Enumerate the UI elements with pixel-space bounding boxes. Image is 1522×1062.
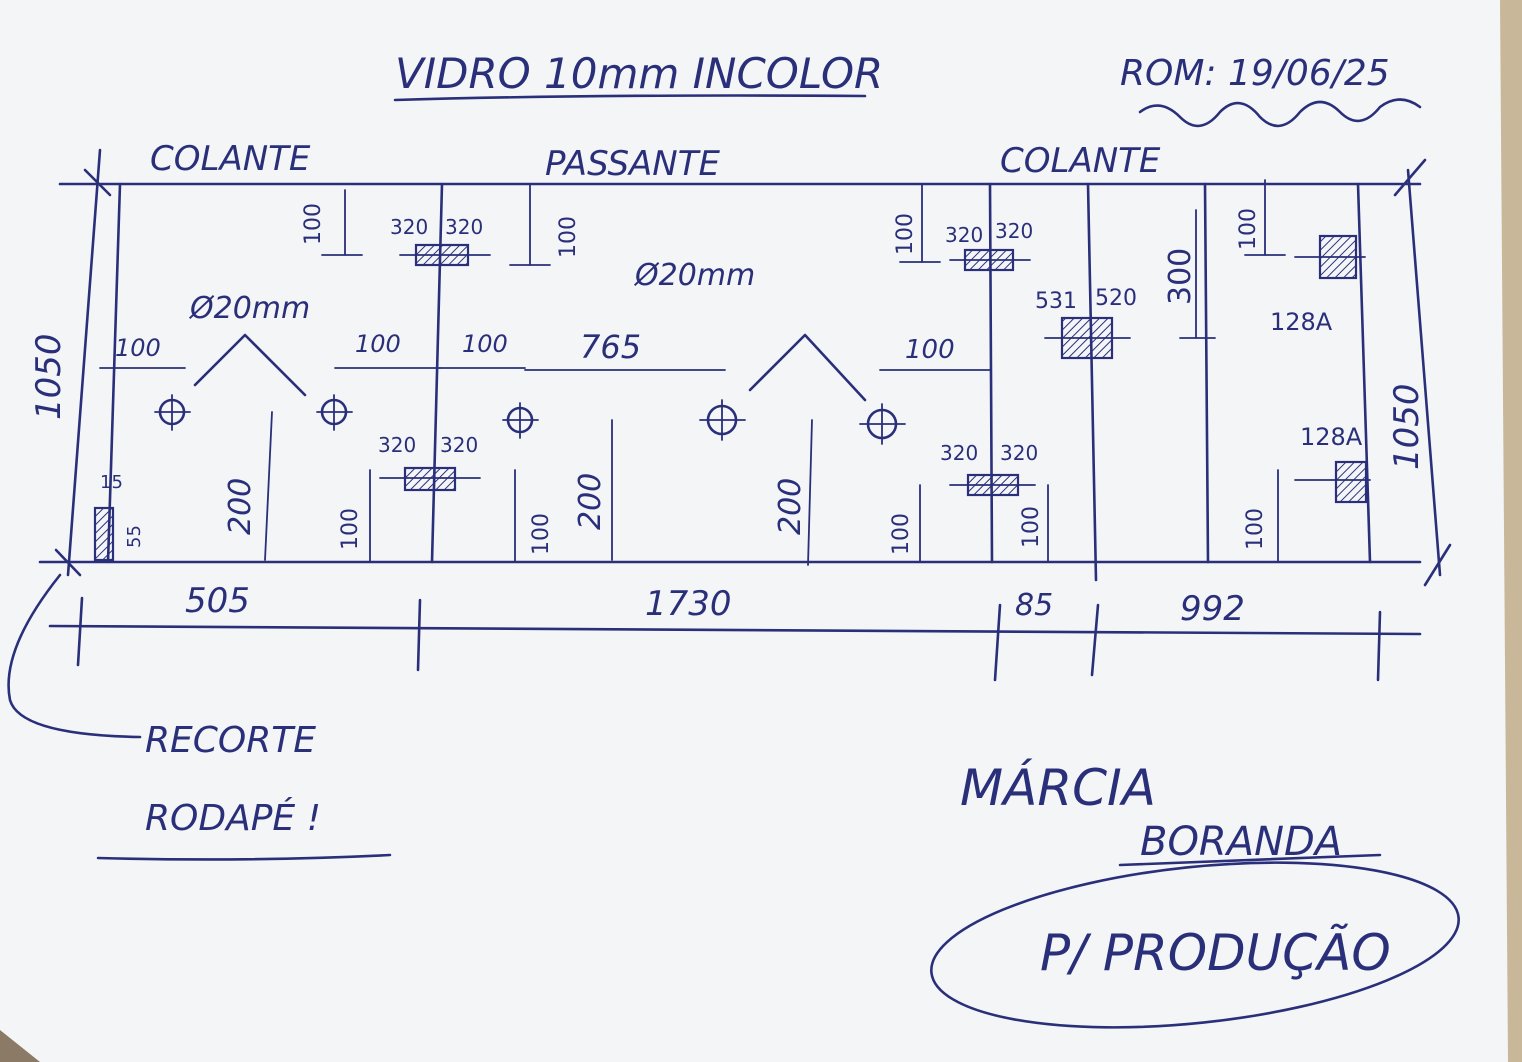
- bottom-dim-4: 992: [1180, 589, 1245, 629]
- cutout-width: 15: [100, 472, 123, 493]
- hole-spacing-1: 100: [115, 334, 161, 362]
- hole-spacing-2: 100: [355, 330, 401, 358]
- bottom-offset-4: 100: [1019, 506, 1044, 548]
- stamp-oval: [930, 861, 1460, 1029]
- hole-5: [859, 403, 906, 445]
- diameter-leaders: [193, 333, 867, 402]
- top-offset-3: 100: [893, 213, 918, 255]
- bottom-offset-dims: [369, 469, 1279, 563]
- title-text: VIDRO 10mm INCOLOR: [395, 49, 883, 98]
- hole-2: [316, 394, 353, 431]
- hole-spacing-3: 100: [462, 330, 508, 358]
- height-dim-left: 1050: [29, 148, 112, 577]
- date-squiggle: [1138, 98, 1422, 128]
- hole-spacing-dims: [99, 367, 991, 371]
- hinge-width-8: 320: [1000, 441, 1038, 465]
- hole-spacing-5: 100: [905, 335, 955, 365]
- top-offset-dims: [321, 179, 1286, 339]
- bottom-offset-5: 100: [1243, 508, 1268, 550]
- note-underline: [96, 853, 392, 861]
- hardware-code-2: 128A: [1300, 423, 1363, 451]
- diameter-label-2: Ø20mm: [633, 258, 755, 293]
- hinge-guides: [379, 254, 1371, 486]
- signature-underline: [1118, 853, 1382, 867]
- hole-4: [699, 399, 746, 441]
- hinge-width-2: 320: [445, 215, 483, 239]
- height-200-2: 200: [573, 473, 608, 530]
- note-line-2: RODAPÉ !: [145, 797, 321, 839]
- hinge-width-5: 320: [378, 433, 416, 457]
- top-offset-4: 100: [1236, 208, 1261, 250]
- signature-line-1: MÁRCIA: [960, 758, 1156, 817]
- bottom-dim-2: 1730: [645, 584, 732, 624]
- hinge-width-7: 320: [940, 441, 978, 465]
- hole-1: [154, 394, 191, 431]
- section-right: COLANTE: [1000, 141, 1161, 181]
- note-leader: [7, 573, 142, 739]
- cutout-height: 55: [124, 525, 145, 548]
- stamp-text: P/ PRODUÇÃO: [1040, 924, 1391, 982]
- bottom-dim-1: 505: [185, 581, 250, 621]
- hole-3: [502, 402, 539, 439]
- diameter-label-1: Ø20mm: [188, 291, 310, 326]
- top-offset-1: 100: [301, 203, 326, 245]
- lock-width-1: 531: [1035, 289, 1077, 314]
- bottom-offset-2: 100: [529, 513, 554, 555]
- hinge-width-4: 320: [995, 219, 1033, 243]
- bottom-offset-3: 100: [889, 513, 914, 555]
- section-middle: PASSANTE: [545, 144, 720, 184]
- top-offset-5: 300: [1163, 248, 1198, 305]
- hardware-block-bottom: [1334, 460, 1368, 504]
- hinge-block-bottom-left: [403, 466, 457, 492]
- title-underline: [393, 94, 867, 102]
- lock-width-2: 520: [1095, 286, 1137, 311]
- height-dim-right: 1050: [1387, 158, 1452, 587]
- bottom-dim-3: 85: [1015, 588, 1053, 623]
- hardware-code-1: 128A: [1270, 308, 1333, 336]
- section-left: COLANTE: [150, 139, 311, 179]
- glass-outline: [38, 182, 1422, 582]
- height-200-1: 200: [223, 478, 258, 535]
- note-line-1: RECORTE: [145, 720, 316, 761]
- hinge-width-1: 320: [390, 215, 428, 239]
- height-200-3: 200: [773, 478, 808, 535]
- bottom-offset-1: 100: [338, 508, 363, 550]
- date-text: ROM: 19/06/25: [1120, 53, 1390, 94]
- hinge-width-6: 320: [440, 433, 478, 457]
- cutout-block: [93, 506, 115, 562]
- holes: [154, 394, 906, 445]
- table-edge: [1500, 0, 1522, 1062]
- height-200-dims: [264, 411, 813, 566]
- height-left-label: 1050: [29, 333, 69, 420]
- top-offset-2: 100: [556, 216, 581, 258]
- hinge-width-3: 320: [945, 223, 983, 247]
- bottom-dim-line: [48, 596, 1422, 682]
- height-right-label: 1050: [1387, 383, 1427, 470]
- hole-spacing-4: 765: [580, 328, 641, 366]
